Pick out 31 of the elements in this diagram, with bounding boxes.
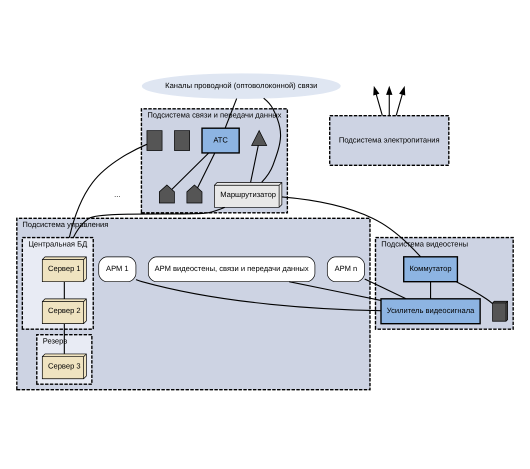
connector — [64, 324, 65, 354]
connector — [172, 152, 210, 190]
arrow — [386, 86, 392, 116]
node-box: Коммутатор — [403, 256, 458, 282]
node-box: АРМ видеостены, связи и передачи данных — [148, 256, 316, 282]
connector — [72, 206, 225, 238]
arrow — [396, 86, 406, 116]
connector — [430, 282, 432, 299]
node-mobile-phone — [146, 130, 162, 151]
connector — [197, 152, 216, 188]
node-telephone — [158, 184, 175, 204]
connector — [64, 282, 65, 299]
node-box: АРМ 1 — [98, 256, 136, 282]
connector — [364, 278, 406, 300]
connector — [456, 281, 493, 304]
connector — [136, 279, 381, 312]
node-antenna — [251, 130, 268, 146]
connector — [289, 281, 382, 301]
connector — [282, 196, 421, 258]
label: ... — [114, 190, 120, 199]
node-mobile-phone — [174, 130, 190, 151]
node-box: АРМ n — [326, 256, 365, 282]
node-telephone — [186, 184, 202, 204]
connector — [68, 144, 148, 238]
node-ellipse: Каналы проводной (оптоволоконной) связи — [142, 73, 341, 99]
node-box: АТС — [201, 127, 240, 154]
connector — [261, 98, 282, 183]
node-box: Подсистема электропитания — [329, 115, 450, 166]
connector — [250, 145, 259, 182]
arrow — [373, 86, 383, 116]
node-box: Усилитель видеосигнала — [380, 298, 481, 324]
